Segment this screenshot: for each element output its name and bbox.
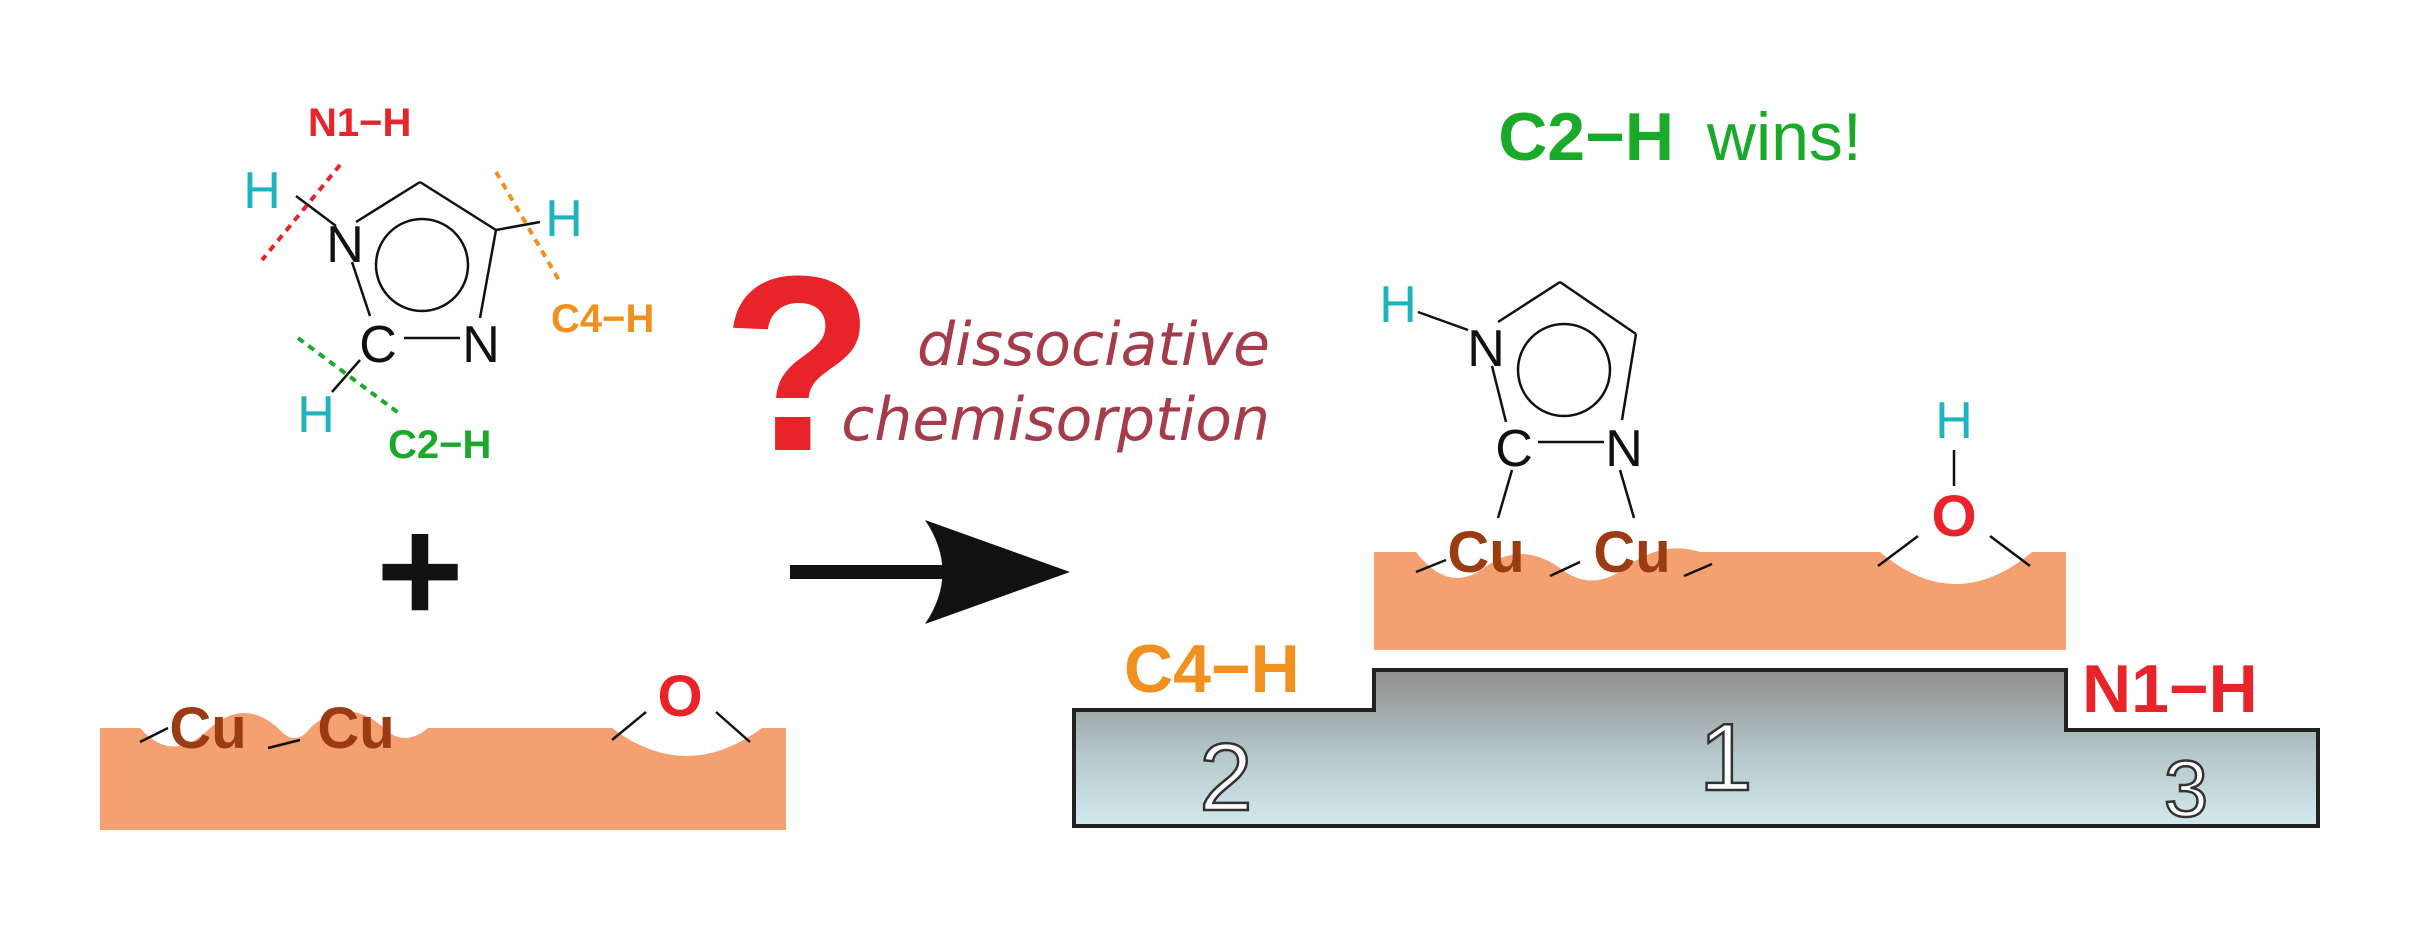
plus-sign: + — [376, 486, 464, 654]
right-cu-surface: Cu Cu O H — [1374, 392, 2066, 650]
right-surface-bonds — [1415, 450, 2031, 578]
podium-shape — [1072, 668, 2320, 828]
imidazole-molecule: N N C H H H N1−H C4−H C2−H — [243, 101, 654, 467]
atom-h4: H — [545, 190, 583, 248]
atom-h1: H — [243, 162, 281, 220]
adsorbed-atom-n1: N — [1467, 320, 1505, 378]
left-cu-surface: Cu Cu O — [100, 664, 786, 830]
left-surface-slab — [100, 711, 786, 830]
left-cu-atom-1: Cu — [169, 696, 246, 761]
process-label-line1: dissociative — [917, 310, 1270, 380]
right-o-atom: O — [1931, 484, 1976, 549]
c2h-cleavage-line — [296, 336, 402, 416]
podium-place-first: 1 — [1699, 704, 1752, 811]
adsorbed-ring-bonds — [1417, 280, 1638, 519]
left-surface-bonds — [139, 711, 751, 750]
adsorbed-atom-h-n: H — [1379, 276, 1417, 334]
result-title-bold: C2−H — [1498, 99, 1674, 175]
adsorbed-atom-c2: C — [1495, 420, 1533, 478]
podium-place-third: 3 — [2164, 744, 2209, 833]
atom-n3: N — [462, 316, 500, 374]
right-surface-slab — [1374, 548, 2066, 650]
process-label-line2: chemisorption — [841, 385, 1270, 455]
podium-left-label: C4−H — [1124, 631, 1300, 707]
left-cu-atom-2: Cu — [317, 696, 394, 761]
right-cu-atom-1: Cu — [1447, 520, 1524, 585]
podium-right-label: N1−H — [2082, 651, 2258, 727]
reaction-arrow — [790, 520, 1070, 624]
atom-h2: H — [297, 386, 335, 444]
c4h-cleavage-line — [494, 170, 562, 284]
label-c2h: C2−H — [388, 423, 491, 467]
question-mark: ? — [722, 224, 875, 503]
label-c4h: C4−H — [551, 297, 654, 341]
result-title: C2−H wins! — [1498, 99, 1862, 175]
adsorbed-imidazole: N C N H — [1379, 276, 1643, 519]
podium-place-second: 2 — [1199, 724, 1252, 831]
right-cu-atom-2: Cu — [1593, 520, 1670, 585]
result-title-rest: wins! — [1706, 99, 1862, 175]
label-n1h: N1−H — [308, 101, 411, 145]
imidazole-ring-bonds — [295, 180, 541, 393]
atom-c2: C — [359, 316, 397, 374]
left-o-atom: O — [657, 664, 702, 729]
right-h-atom: H — [1935, 392, 1973, 450]
podium: 1 2 3 C4−H N1−H — [1072, 631, 2320, 834]
atom-n1: N — [326, 216, 364, 274]
adsorbed-atom-n3: N — [1605, 420, 1643, 478]
